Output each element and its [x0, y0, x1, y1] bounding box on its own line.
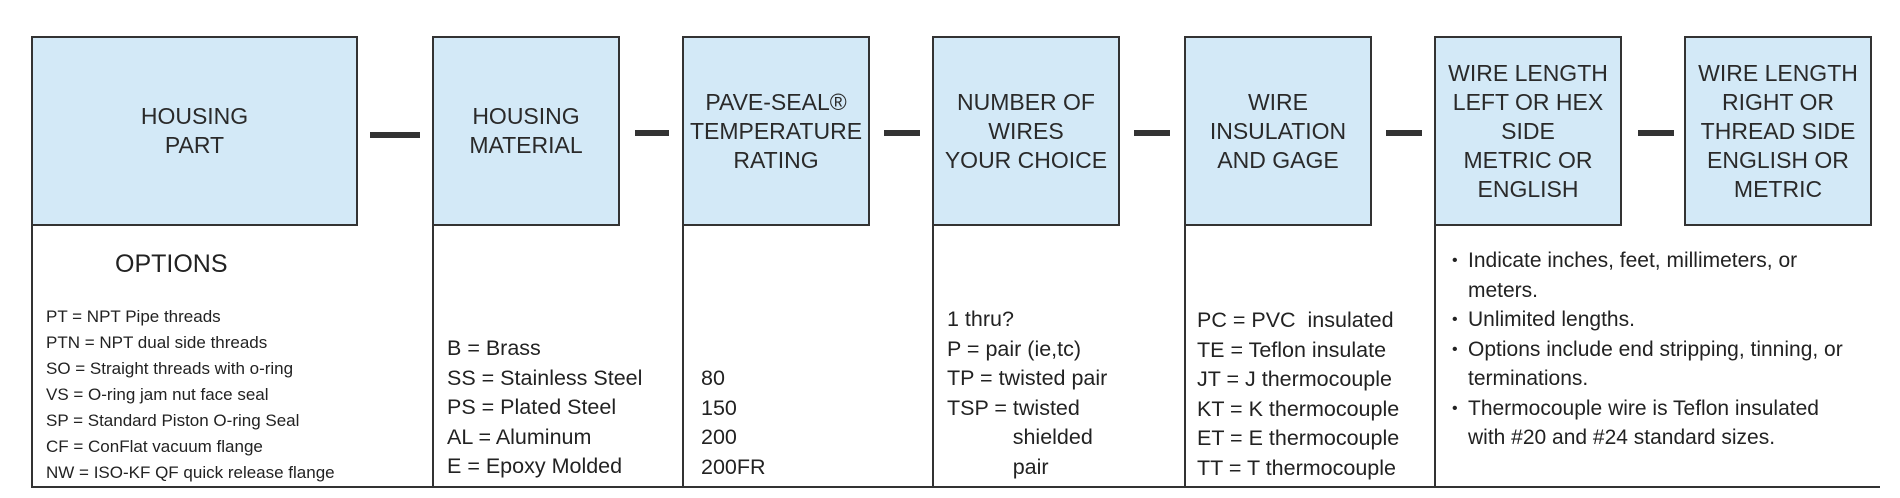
header-number-of-wires-text: NUMBER OF WIRES YOUR CHOICE — [944, 88, 1108, 173]
header-wire-length-left: WIRE LENGTH LEFT OR HEX SIDE METRIC OR E… — [1434, 36, 1622, 226]
list-item: PS = Plated Steel — [447, 395, 617, 419]
temperature-rating-options: 80 150 200 200FR — [701, 364, 766, 482]
list-item: 200 — [701, 425, 737, 449]
header-temperature-rating: PAVE-SEAL® TEMPERATURE RATING — [682, 36, 870, 226]
header-wire-insulation-text: WIRE INSULATION AND GAGE — [1209, 88, 1347, 173]
dash-separator-5 — [1386, 130, 1422, 136]
list-item: E = Epoxy Molded — [447, 454, 623, 478]
header-housing-material-text: HOUSING MATERIAL — [469, 103, 583, 158]
list-item: SP = Standard Piston O-ring Seal — [46, 411, 300, 430]
list-item: KT = K thermocouple — [1197, 396, 1400, 421]
list-item: B = Brass — [447, 336, 541, 360]
list-item: 150 — [701, 395, 737, 420]
list-item: 1 thru? — [947, 307, 1014, 331]
list-item: Thermocouple wire is Teflon insulated wi… — [1452, 394, 1852, 453]
list-item: 80 — [701, 366, 725, 390]
column-divider-4 — [1184, 222, 1186, 488]
list-item: Options include end stripping, tinning, … — [1452, 335, 1852, 394]
header-wire-length-right: WIRE LENGTH RIGHT OR THREAD SIDE ENGLISH… — [1684, 36, 1872, 226]
dash-separator-4 — [1134, 130, 1170, 136]
header-temperature-rating-text: PAVE-SEAL® TEMPERATURE RATING — [689, 88, 863, 173]
diagram-outline — [31, 36, 1880, 488]
list-item: NW = ISO-KF QF quick release flange — [46, 463, 335, 482]
list-item: TE = Teflon insulate — [1197, 337, 1387, 362]
column-divider-5 — [1434, 222, 1436, 488]
list-item: PC = PVC insulated — [1197, 308, 1394, 332]
housing-material-options: B = Brass SS = Stainless Steel PS = Plat… — [447, 334, 642, 482]
list-item: Unlimited lengths. — [1452, 305, 1852, 335]
list-item: JT = J thermocouple — [1197, 367, 1392, 391]
list-item: SO = Straight threads with o-ring — [46, 359, 294, 378]
column-divider-2 — [682, 222, 684, 488]
options-title: OPTIONS — [115, 250, 228, 278]
list-item: TT = T thermocouple — [1197, 455, 1396, 480]
header-number-of-wires: NUMBER OF WIRES YOUR CHOICE — [932, 36, 1120, 226]
list-item: TP = twisted pair — [947, 366, 1108, 390]
header-wire-length-right-text: WIRE LENGTH RIGHT OR THREAD SIDE ENGLISH… — [1698, 59, 1858, 202]
list-item: ET = E thermocouple — [1197, 426, 1400, 450]
dash-separator-3 — [884, 130, 920, 136]
column-divider-1 — [432, 222, 434, 488]
header-housing-part-text: HOUSING PART — [140, 103, 249, 158]
header-housing-part: HOUSING PART — [31, 36, 358, 226]
wire-insulation-options: PC = PVC insulated TE = Teflon insulate … — [1197, 306, 1399, 483]
list-item: TSP = twisted — [947, 395, 1080, 420]
wire-length-notes: Indicate inches, feet, millimeters, or m… — [1452, 246, 1852, 453]
list-item: CF = ConFlat vacuum flange — [46, 437, 263, 456]
dash-separator-1 — [370, 132, 420, 138]
dash-separator-2 — [635, 130, 669, 136]
list-item: PT = NPT Pipe threads — [46, 307, 221, 326]
dash-separator-6 — [1638, 130, 1674, 136]
header-wire-length-left-text: WIRE LENGTH LEFT OR HEX SIDE METRIC OR E… — [1448, 59, 1608, 202]
list-item: Indicate inches, feet, millimeters, or m… — [1452, 246, 1852, 305]
column-divider-3 — [932, 222, 934, 488]
list-item: P = pair (ie,tc) — [947, 336, 1082, 361]
list-item: 200FR — [701, 454, 766, 479]
list-item: VS = O-ring jam nut face seal — [46, 385, 269, 404]
header-housing-material: HOUSING MATERIAL — [432, 36, 620, 226]
list-item: pair — [947, 454, 1049, 479]
list-item: PTN = NPT dual side threads — [46, 333, 268, 352]
list-item: shielded — [947, 425, 1093, 449]
number-of-wires-options: 1 thru? P = pair (ie,tc) TP = twisted pa… — [947, 305, 1107, 482]
list-item: AL = Aluminum — [447, 424, 592, 449]
header-wire-insulation: WIRE INSULATION AND GAGE — [1184, 36, 1372, 226]
housing-part-options: PT = NPT Pipe threads PTN = NPT dual sid… — [46, 304, 335, 486]
list-item: SS = Stainless Steel — [447, 365, 643, 390]
